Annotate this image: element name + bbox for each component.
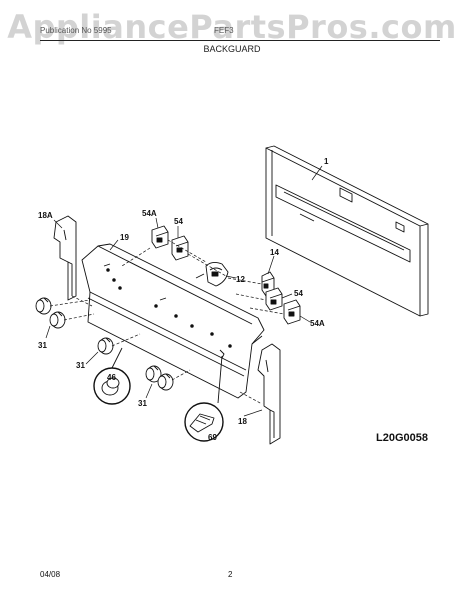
control-knob-left-lower [49,311,66,329]
control-knob-bottom-a [145,365,162,383]
section-title: BACKGUARD [203,44,261,54]
backguard-console-part [81,243,265,399]
callout-leaders [45,165,323,417]
switch-block-54-top [171,235,189,261]
right-end-bracket-part [257,343,281,445]
switch-block-54a-right [283,299,301,325]
button-detail-46 [93,347,131,405]
left-end-bracket-part [53,215,77,301]
callout-54a-top: 54A [142,209,157,218]
screw-detail-69 [184,349,225,442]
callout-18a: 18A [38,211,53,220]
control-knob-left-upper [35,297,52,315]
callout-14: 14 [270,248,279,257]
rear-panel-part [265,145,429,317]
callout-19: 19 [120,233,129,242]
callout-69: 69 [208,433,217,442]
lamp-socket-part [195,261,229,287]
callout-31-left: 31 [38,341,47,350]
callout-1: 1 [324,157,329,166]
callout-12: 12 [236,275,245,284]
switch-block-54a-top [151,225,169,249]
model-number: FEF3 [214,26,234,35]
callout-18: 18 [238,417,247,426]
callout-54-right: 54 [294,289,303,298]
figure-code: L20G0058 [376,432,428,444]
callout-54a-right: 54A [310,319,325,328]
callout-31-bottom: 31 [138,399,147,408]
switch-block-54-right [265,287,283,311]
control-knob-mid [97,337,114,355]
alignment-lines [49,239,285,405]
header-rule [40,40,440,41]
footer-page-number: 2 [228,570,233,579]
callout-54-top: 54 [174,217,183,226]
control-knob-bottom-b [157,373,174,391]
callout-31-mid: 31 [76,361,85,370]
callout-46: 46 [107,373,116,382]
footer-date: 04/08 [40,570,61,579]
publication-number: Publication No 5995 [40,26,112,35]
